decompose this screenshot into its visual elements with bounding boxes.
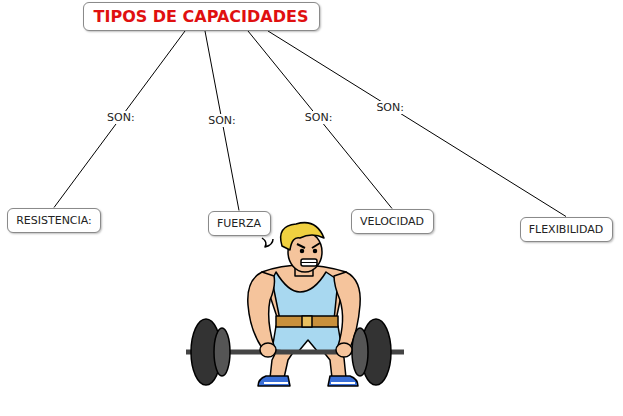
connector-line: [54, 31, 185, 208]
teeth: [301, 259, 317, 266]
edge-label: SON:: [206, 114, 238, 127]
connector-line: [248, 31, 392, 209]
left-shoe: [258, 376, 290, 386]
belt-buckle: [302, 316, 312, 327]
right-hand: [336, 343, 352, 357]
tank-top: [272, 272, 338, 320]
eye: [314, 250, 317, 253]
left-arm: [248, 272, 275, 348]
capacity-box: FUERZA: [208, 211, 271, 236]
shoe-stripe: [264, 382, 288, 384]
capacity-label: VELOCIDAD: [360, 215, 424, 228]
edge-label: SON:: [374, 101, 406, 114]
edge-label: SON:: [303, 111, 335, 124]
left-plate-inner: [214, 328, 230, 376]
eyebrows: [297, 243, 320, 248]
capacity-box: VELOCIDAD: [351, 209, 434, 234]
hair: [281, 223, 324, 250]
title-text: TIPOS DE CAPACIDADES: [94, 7, 309, 26]
right-plate-inner: [352, 328, 368, 376]
shoe-stripe: [331, 382, 355, 384]
left-hand: [260, 343, 276, 357]
right-shoe: [328, 376, 358, 386]
eye: [301, 250, 304, 253]
title-box: TIPOS DE CAPACIDADES: [83, 2, 320, 31]
teeth-line: [301, 262, 317, 263]
connector-line: [268, 31, 566, 217]
capacity-label: RESISTENCIA:: [16, 214, 92, 227]
speech-tail: [262, 238, 273, 247]
capacity-box: RESISTENCIA:: [7, 208, 101, 233]
connector-line: [205, 31, 239, 211]
capacity-box: FLEXIBILIDAD: [520, 217, 613, 242]
edge-label: SON:: [105, 111, 137, 124]
capacity-label: FLEXIBILIDAD: [529, 223, 604, 236]
capacity-label: FUERZA: [217, 217, 261, 230]
shorts: [272, 326, 342, 352]
belt: [276, 316, 338, 327]
